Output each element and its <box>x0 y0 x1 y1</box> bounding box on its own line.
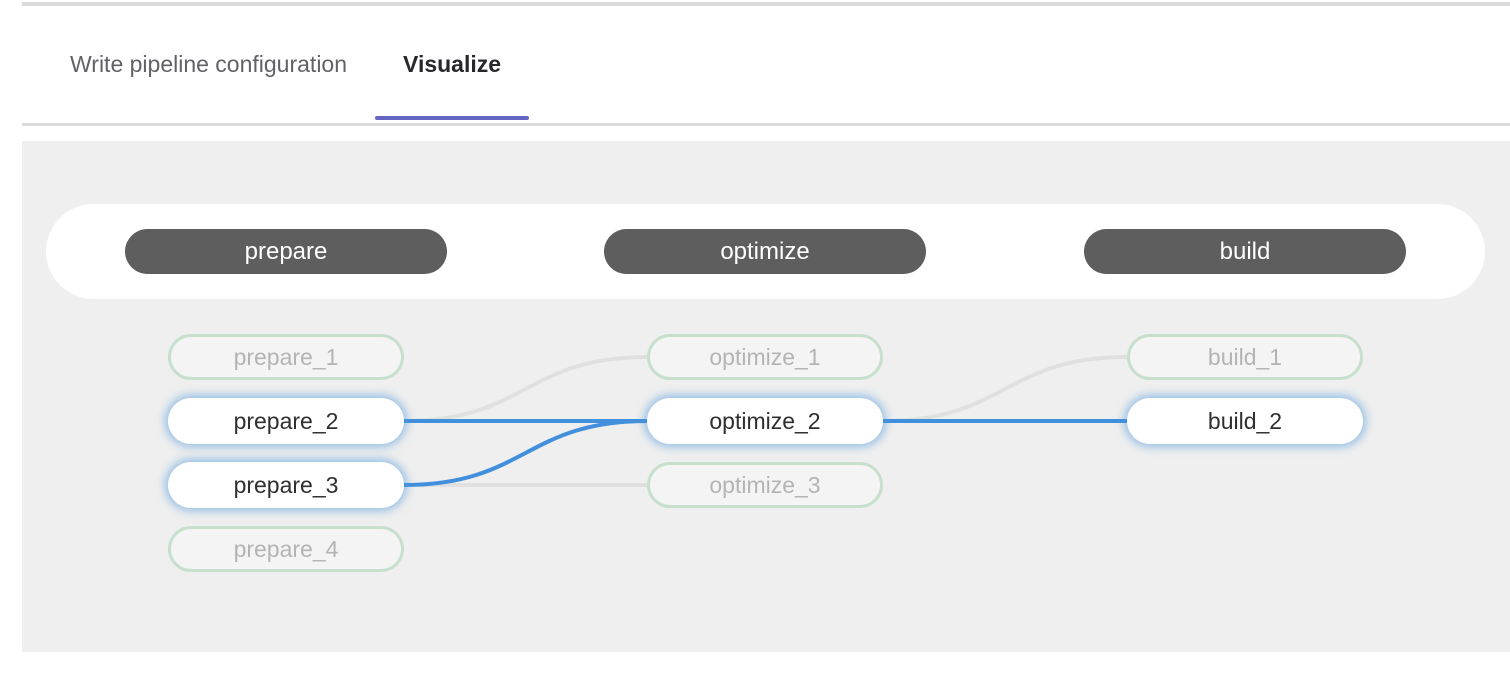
stage-header-bar: prepare optimize build <box>46 204 1485 299</box>
stage-pill-optimize: optimize <box>604 229 926 274</box>
job-node-optimize_1[interactable]: optimize_1 <box>647 334 883 380</box>
job-node-prepare_3[interactable]: prepare_3 <box>168 462 404 508</box>
job-node-prepare_1[interactable]: prepare_1 <box>168 334 404 380</box>
tab-label: Visualize <box>403 51 502 77</box>
stage-pill-prepare: prepare <box>125 229 447 274</box>
job-node-prepare_4[interactable]: prepare_4 <box>168 526 404 572</box>
job-links-layer <box>403 355 1128 488</box>
stage-pill-build: build <box>1084 229 1406 274</box>
job-node-prepare_2[interactable]: prepare_2 <box>168 398 404 444</box>
link-prepare_2-to-optimize_1 <box>403 355 648 423</box>
job-node-optimize_2[interactable]: optimize_2 <box>647 398 883 444</box>
top-divider <box>22 2 1510 6</box>
tab-label: Write pipeline configuration <box>70 51 348 77</box>
tab-write-pipeline-configuration[interactable]: Write pipeline configuration <box>42 6 375 123</box>
job-node-optimize_3[interactable]: optimize_3 <box>647 462 883 508</box>
tab-bar: Write pipeline configuration Visualize <box>22 6 1510 126</box>
job-node-build_1[interactable]: build_1 <box>1127 334 1363 380</box>
link-prepare_3-to-optimize_2 <box>403 419 648 487</box>
job-node-build_2[interactable]: build_2 <box>1127 398 1363 444</box>
link-optimize_2-to-build_1 <box>882 355 1128 423</box>
tab-visualize[interactable]: Visualize <box>375 6 530 123</box>
